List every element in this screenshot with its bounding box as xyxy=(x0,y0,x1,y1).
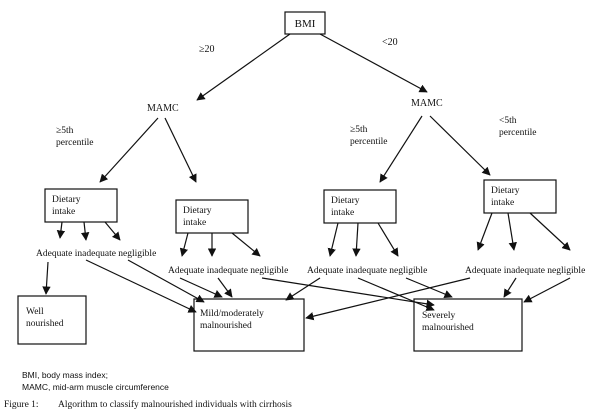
intake-levels-2: Adequate inadequate negligible xyxy=(168,266,288,276)
dietary-3-line2: intake xyxy=(331,208,354,218)
legend-line-mamc: MAMC, mid-arm muscle circumference xyxy=(22,382,169,392)
outcome-severe-line2: malnourished xyxy=(422,323,474,333)
edges xyxy=(42,33,571,321)
percentile-low-value: <5th xyxy=(499,116,517,126)
caption-text: Algorithm to classify malnourished indiv… xyxy=(58,399,292,410)
outcome-mild-line1: Mild/moderately xyxy=(200,309,264,319)
mamc-label-left: MAMC xyxy=(147,103,179,114)
dietary-box-1 xyxy=(44,188,118,223)
dietary-1-line1: Dietary xyxy=(52,195,81,205)
percentile-high-word-right: percentile xyxy=(350,137,387,147)
dietary-4-line2: intake xyxy=(491,198,514,208)
dietary-3-line1: Dietary xyxy=(331,196,360,206)
dietary-box-4 xyxy=(483,179,557,214)
bmi-label: BMI xyxy=(295,18,316,30)
percentile-high-word: percentile xyxy=(56,138,93,148)
dietary-4-line1: Dietary xyxy=(491,186,520,196)
percentile-high-value-right: ≥5th xyxy=(350,125,368,135)
legend-line-bmi: BMI, body mass index; xyxy=(22,370,108,380)
outcome-well-line1: Well xyxy=(26,307,44,317)
dietary-box-3 xyxy=(323,189,397,224)
dietary-2-line1: Dietary xyxy=(183,206,212,216)
outcome-severe-line1: Severely xyxy=(422,311,455,321)
dietary-box-2 xyxy=(175,199,249,234)
intake-levels-4: Adequate inadequate negligible xyxy=(465,266,585,276)
intake-levels-1: Adequate inadequate negligible xyxy=(36,249,156,259)
mild-malnourished-box xyxy=(193,298,305,352)
well-nourished-box xyxy=(17,295,87,345)
branch-label-high: ≥20 xyxy=(199,44,215,55)
mamc-label-right: MAMC xyxy=(411,98,443,109)
intake-levels-3: Adequate inadequate negligible xyxy=(307,266,427,276)
percentile-high-value: ≥5th xyxy=(56,126,74,136)
dietary-2-line2: intake xyxy=(183,218,206,228)
caption-label: Figure 1: xyxy=(4,400,39,410)
outcome-mild-line2: malnourished xyxy=(200,321,252,331)
percentile-low-word: percentile xyxy=(499,128,536,138)
branch-label-low: <20 xyxy=(382,37,398,48)
outcome-well-line2: nourished xyxy=(26,319,64,329)
bmi-box xyxy=(284,11,326,35)
dietary-1-line2: intake xyxy=(52,207,75,217)
